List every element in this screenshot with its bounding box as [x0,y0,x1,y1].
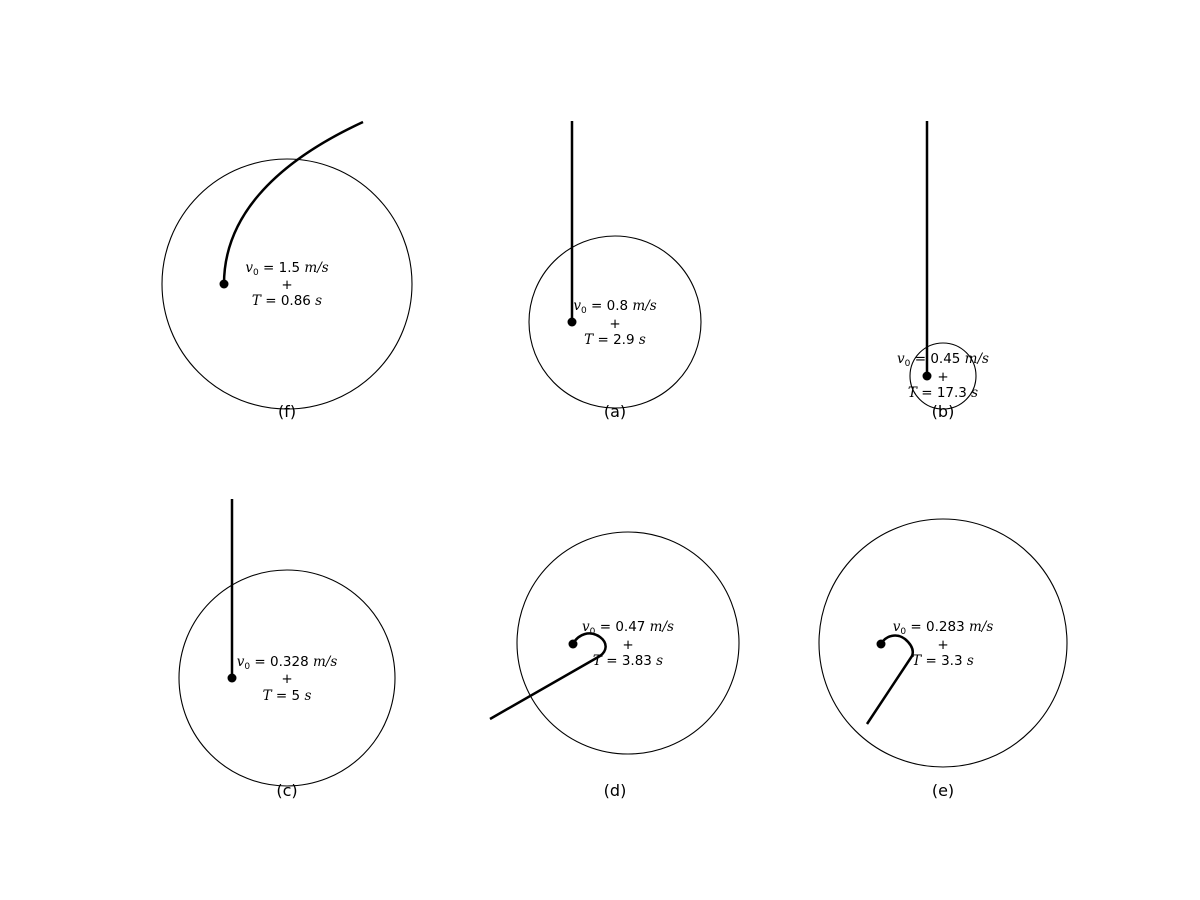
panel-caption: (d) [604,781,627,800]
panel-e: v0 = 0.283 m/s + T = 3.3 s (e) [818,518,1068,800]
panel-caption: (e) [932,781,954,800]
panel-b: v0 = 0.45 m/s + T = 17.3 s (b) [897,121,989,421]
panel-caption: (c) [276,781,297,800]
plus-label: + [281,277,292,293]
period-label: T = 3.83 s [593,653,663,669]
plus-label: + [609,316,620,332]
particle-dot [876,639,886,649]
panel-caption: (b) [932,402,955,421]
period-label: T = 5 s [263,688,312,704]
panel-d: v0 = 0.47 m/s + T = 3.83 s (d) [489,531,740,800]
period-label: T = 17.3 s [908,385,978,401]
orbit-circle [818,518,1068,768]
panel-c: v0 = 0.328 m/s + T = 5 s (c) [178,499,396,800]
particle-dot [227,673,237,683]
velocity-label: v0 = 0.45 m/s [897,351,989,369]
orbit-circle [516,531,740,755]
particle-dot [922,371,932,381]
plus-label: + [281,671,292,687]
velocity-label: v0 = 0.8 m/s [573,298,656,316]
period-label: T = 0.86 s [252,293,322,309]
orbit-circle [528,235,702,409]
trajectory-path [222,120,364,285]
panel-a: v0 = 0.8 m/s + T = 2.9 s (a) [528,121,702,421]
velocity-label: v0 = 0.47 m/s [582,619,674,637]
trajectory-path [489,632,607,721]
velocity-label: v0 = 0.283 m/s [893,619,994,637]
velocity-label: v0 = 0.328 m/s [237,654,338,672]
orbit-circle [909,342,977,410]
trajectory-path [865,634,914,725]
panel-f: v0 = 1.5 m/s + T = 0.86 s (f) [161,120,413,421]
panel-caption: (a) [604,402,626,421]
period-label: T = 2.9 s [584,332,646,348]
particle-dot [568,639,578,649]
panel-caption: (f) [278,402,296,421]
particle-dot [219,279,229,289]
period-label: T = 3.3 s [912,653,974,669]
plus-label: + [937,637,948,653]
velocity-label: v0 = 1.5 m/s [245,260,328,278]
plus-label: + [937,369,948,385]
orbit-circle [161,158,413,410]
particle-dot [567,317,577,327]
orbit-circle [178,569,396,787]
plus-label: + [622,637,633,653]
